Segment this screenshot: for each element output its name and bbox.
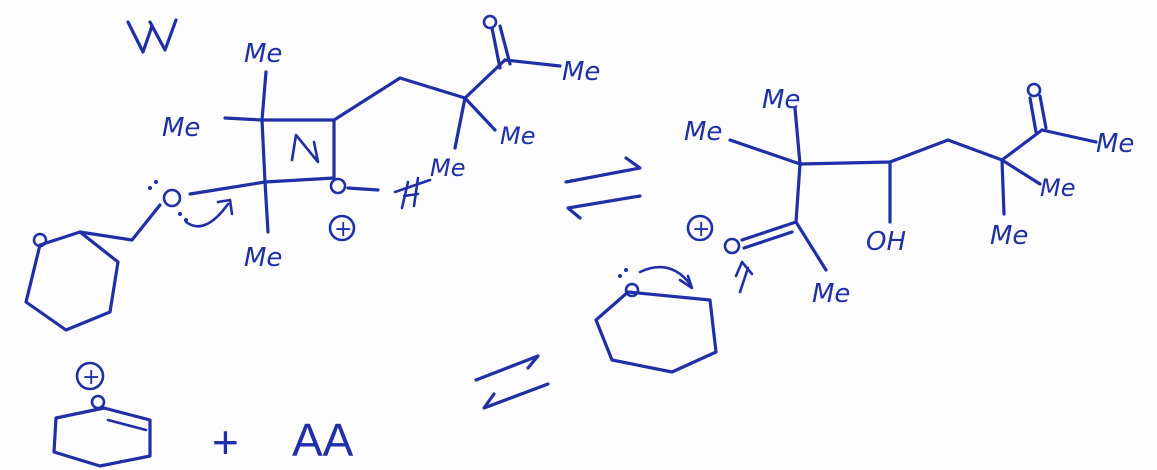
me-label-quat2: Me	[430, 154, 465, 182]
bond-top-me	[260, 70, 268, 122]
equilibrium-arrows-icon	[474, 354, 550, 410]
bond-to-ether-o	[188, 180, 267, 196]
bond-ketone-me	[503, 58, 562, 68]
ring-o-mark	[32, 232, 48, 248]
positive-charge: +	[334, 217, 352, 242]
acetylacetone-label: AA	[292, 414, 354, 466]
circled-plus-icon	[328, 214, 356, 242]
me-label-top: Me	[244, 39, 282, 69]
thp-oxygen	[624, 282, 640, 298]
left-intermediate: + Me Me Me Me Me Me	[24, 14, 600, 332]
equilibrium-arrow-top-left	[126, 18, 178, 54]
me-label-quat-b: Me	[990, 221, 1028, 251]
curved-arrow-icon	[184, 198, 234, 228]
right-product: + Me Me Me OH Me Me Me	[594, 82, 1134, 374]
bond-bottom-me	[263, 180, 270, 234]
side-chain	[332, 58, 507, 122]
ring-oxygen-bottom	[90, 394, 106, 410]
equilibrium-arrows-icon	[564, 156, 642, 220]
ether-oxygen	[162, 188, 182, 208]
h-letter	[400, 176, 420, 210]
me-label-ketone: Me	[562, 57, 600, 87]
lone-pair-dot	[148, 186, 152, 190]
plus-sign: +	[212, 416, 239, 468]
bottom-products: + + AA	[52, 354, 550, 468]
oh-label: OH	[866, 227, 906, 257]
positive-charge-bottom: +	[82, 365, 100, 390]
oxonium-o	[723, 237, 741, 255]
bond-quat-me	[463, 96, 497, 132]
me-label-bottom: Me	[244, 243, 282, 273]
bond-quat-me-b	[1000, 158, 1006, 216]
me-label-quat-a: Me	[1040, 174, 1075, 202]
carbonyl-right	[490, 24, 512, 70]
lone-pair-dot	[624, 268, 628, 272]
lone-pair-dot	[154, 180, 158, 184]
carbonyl-o-dot	[482, 14, 498, 30]
me-label-left-right: Me	[684, 117, 722, 147]
terminal-o	[1026, 82, 1042, 98]
bond-terminal-me	[1040, 128, 1098, 144]
thp-ring	[594, 290, 718, 374]
cyclobutane-ring	[260, 118, 336, 184]
me-label-quat: Me	[500, 122, 535, 150]
bond-quat-me-a	[1000, 158, 1042, 186]
bond-left-me	[223, 116, 264, 122]
ring-double-bond	[106, 418, 148, 432]
oxocarbenium-ring	[52, 406, 152, 468]
thp-curved-arrow	[638, 265, 694, 290]
lone-pair-dot	[178, 212, 182, 216]
me-label-top-right: Me	[762, 85, 800, 115]
bond-terminal-carbonyl	[1028, 94, 1048, 134]
curved-arrow-icon	[734, 260, 754, 294]
main-chain	[728, 128, 1044, 166]
bond-ring-to-o	[78, 203, 162, 242]
circled-plus-icon	[686, 214, 714, 242]
bond-me-lower	[794, 220, 828, 272]
me-label-terminal: Me	[1096, 129, 1134, 159]
positive-charge-right: +	[692, 217, 710, 242]
lone-pair-dot	[618, 274, 622, 278]
bond-o-h	[346, 186, 380, 192]
bond-me-top	[793, 106, 802, 166]
circled-plus-icon	[75, 361, 105, 391]
h-bridge	[393, 178, 432, 194]
c-double-o	[740, 220, 798, 250]
ring-marker	[290, 133, 320, 164]
oxygen-ring	[329, 177, 347, 195]
bond-to-carbonyl	[794, 162, 802, 224]
bond-quat-me2	[453, 96, 467, 150]
me-label-left: Me	[162, 113, 200, 143]
lone-pair-dot	[184, 218, 188, 222]
me-label-carbonyl: Me	[812, 279, 850, 309]
